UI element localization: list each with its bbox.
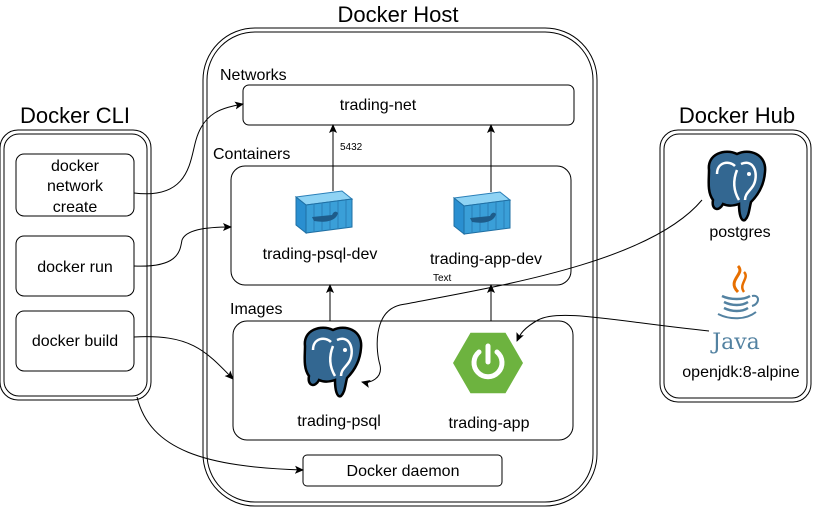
docker-container-icon-app[interactable] xyxy=(452,191,512,236)
java-logo-icon[interactable]: Java xyxy=(710,264,760,355)
docker-daemon-group: Docker daemon xyxy=(302,454,503,487)
trading-net-label: trading-net xyxy=(340,97,417,114)
docker-network-create-line-3: create xyxy=(53,199,98,216)
docker-cli-group: Docker CLI docker network create docker … xyxy=(0,103,152,401)
docker-run-label: docker run xyxy=(37,259,113,276)
containers-section: Containers trading-psql-dev trading-app xyxy=(213,142,572,286)
stray-text-label: Text xyxy=(433,273,452,284)
trading-psql-dev-label: trading-psql-dev xyxy=(263,246,378,263)
edge-cli-to-docker-daemon xyxy=(136,396,304,474)
docker-cli-inner-border xyxy=(3,133,148,397)
networks-section-title: Networks xyxy=(220,67,287,84)
docker-container-icon-psql[interactable] xyxy=(294,190,354,235)
java-logo-text: Java xyxy=(710,330,759,355)
docker-hub-title: Docker Hub xyxy=(679,103,795,128)
edge-build-to-images xyxy=(133,336,234,380)
containers-section-title: Containers xyxy=(213,146,290,163)
docker-network-create-line-1: docker xyxy=(51,158,100,175)
docker-host-outer-border xyxy=(202,27,598,507)
docker-build-box[interactable] xyxy=(15,310,135,372)
images-section: Images trading-psql trading-app xyxy=(230,301,574,441)
edge-hub-postgres-to-trading-psql xyxy=(361,199,703,388)
connectors xyxy=(133,101,710,474)
edge-hub-openjdk-to-trading-app xyxy=(516,314,710,342)
docker-hub-group: Docker Hub postgres Java openjdk:8-alpin… xyxy=(659,103,812,403)
networks-section: Networks trading-net xyxy=(220,67,575,126)
postgres-elephant-icon[interactable] xyxy=(707,150,767,222)
trading-app-dev-label: trading-app-dev xyxy=(430,251,542,268)
docker-host-title: Docker Host xyxy=(337,2,458,27)
docker-daemon-label: Docker daemon xyxy=(347,463,460,480)
docker-hub-outer-border xyxy=(659,129,812,403)
postgres-image-icon[interactable] xyxy=(303,326,363,398)
trading-app-label: trading-app xyxy=(449,415,530,432)
postgres-label: postgres xyxy=(709,224,770,241)
docker-build-label: docker build xyxy=(32,333,118,350)
trading-psql-label: trading-psql xyxy=(297,413,381,430)
docker-network-create-line-2: network xyxy=(47,178,104,195)
openjdk-label: openjdk:8-alpine xyxy=(682,364,800,381)
docker-hub-inner-border xyxy=(663,133,808,399)
port-label: 5432 xyxy=(340,142,363,153)
spring-power-icon[interactable] xyxy=(453,332,523,394)
docker-host-inner-border xyxy=(206,31,594,503)
edge-run-to-containers xyxy=(133,223,232,267)
images-section-title: Images xyxy=(230,301,282,318)
docker-cli-title: Docker CLI xyxy=(20,103,130,128)
docker-host-group: Docker Host xyxy=(202,2,598,507)
docker-cli-outer-border xyxy=(0,129,152,401)
edge-network-create-to-trading-net xyxy=(133,101,244,195)
docker-network-create-box[interactable] xyxy=(15,153,135,217)
